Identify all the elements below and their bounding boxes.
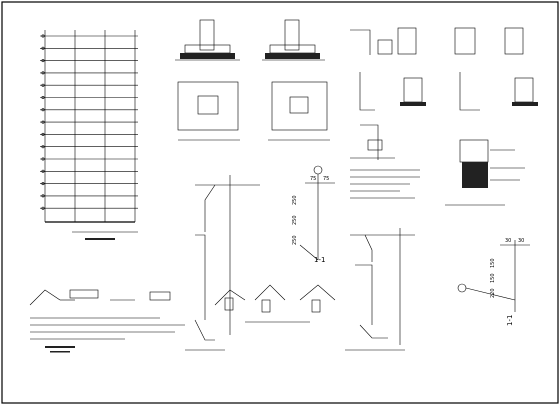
level-marker [41,182,45,186]
level-marker [41,132,45,136]
right-dimensions: 30 30 150 150 220 1-1 [457,238,530,326]
level-marker [41,83,45,87]
level-marker [41,206,45,210]
level-marker [41,145,45,149]
column-detail-right [350,27,538,111]
dim-label: 250 [292,195,298,205]
level-marker [41,46,45,50]
level-marker [41,34,45,38]
level-marker [41,108,45,112]
level-marker [41,169,45,173]
railing-detail-right [345,228,415,351]
connection-detail [350,124,420,199]
level-marker [41,71,45,75]
level-marker [41,96,45,100]
dim-label: 250 [292,235,298,245]
building-section [40,30,138,240]
railing-detail-left [185,175,260,351]
center-dimensions: 75 75 250 250 250 1-1 [292,165,335,264]
dim-label: 220 [490,288,496,298]
masonry-detail [445,139,525,206]
dim-label: 150 [490,273,496,283]
level-marker [41,157,45,161]
dim-label: 250 [292,215,298,225]
dim-label: 150 [490,258,496,268]
detail-small-left [29,289,185,353]
level-marker [41,120,45,124]
level-marker [41,59,45,63]
section-label: 1-1 [314,256,325,264]
section-label: 1-1 [506,315,514,326]
dim-label: 30 [518,238,524,244]
dim-label: 30 [505,238,511,244]
foundation-detail-1 [175,19,240,141]
dim-label: 75 [323,176,329,182]
railing-details-bottom [214,284,336,323]
level-marker [41,194,45,198]
foundation-detail-2 [262,19,330,141]
dim-label: 75 [310,176,316,182]
